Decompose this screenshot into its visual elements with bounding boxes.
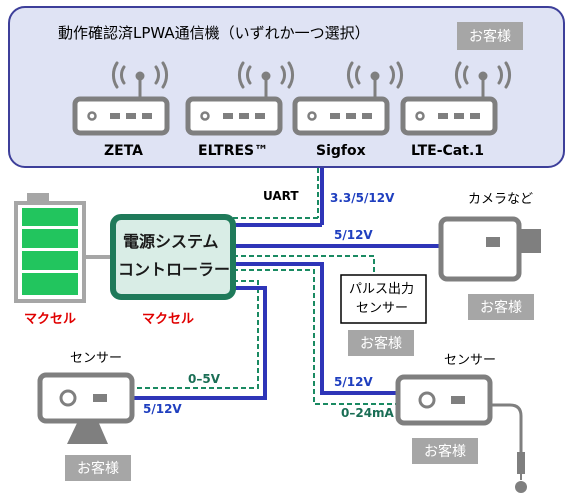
battery-icon [14, 193, 86, 303]
wifi-icon [238, 61, 294, 101]
wifi-icon [455, 61, 511, 101]
left-sensor-signal-line [132, 280, 259, 389]
controller-maker-label: マクセル [142, 312, 195, 327]
controller-label-line1: 電源システム [123, 232, 219, 251]
pulse-sensor-label-line2: センサー [356, 301, 409, 316]
device-label-zeta: ZETA [104, 143, 144, 159]
camera-power-label: 5/12V [334, 228, 373, 242]
lpwa-power-label: 3.3/5/12V [330, 191, 395, 205]
pulse-signal-line [233, 255, 375, 275]
device-label-lte: LTE-Cat.1 [411, 143, 485, 159]
customer-badge-left-sensor: お客様 [65, 455, 131, 481]
right-sensor-power-label: 5/12V [334, 375, 373, 389]
customer-badge-pulse-sensor: お客様 [348, 330, 414, 356]
left-sensor-power-label: 5/12V [143, 402, 182, 416]
right-sensor-label: センサー [444, 353, 497, 368]
device-label-sigfox: Sigfox [316, 143, 366, 159]
controller-box [110, 214, 236, 300]
customer-badge-lpwa: お客様 [457, 22, 523, 50]
controller-label-line2: コントローラー [118, 260, 231, 279]
left-sensor-icon [37, 372, 135, 444]
right-sensor-power-line [233, 262, 398, 395]
panel-title: 動作確認済LPWA通信機（いずれか一つ選択） [58, 24, 370, 42]
left-sensor-power-line [132, 286, 267, 400]
wifi-icon [112, 61, 168, 101]
pulse-sensor-box [340, 274, 427, 324]
battery-maker-label: マクセル [24, 312, 77, 327]
customer-badge-camera: お客様 [468, 294, 534, 320]
camera-label: カメラなど [468, 192, 534, 207]
uart-label: UART [263, 189, 299, 203]
right-sensor-icon [395, 374, 527, 493]
camera-icon [438, 216, 541, 282]
lpwa-device-eltres [185, 61, 294, 136]
pulse-sensor-label-line1: パルス出力 [349, 282, 415, 297]
customer-badge-right-sensor: お客様 [412, 438, 478, 464]
wifi-icon [347, 61, 403, 101]
right-sensor-signal-label: 0–24mA [341, 406, 394, 420]
left-sensor-label: センサー [70, 351, 123, 366]
left-sensor-signal-label: 0–5V [188, 372, 220, 386]
device-label-eltres: ELTRES™ [198, 143, 269, 159]
right-sensor-signal-line [233, 269, 398, 405]
lpwa-device-sigfox [292, 61, 403, 136]
lpwa-device-lte [400, 61, 511, 136]
lpwa-device-zeta [72, 61, 170, 136]
